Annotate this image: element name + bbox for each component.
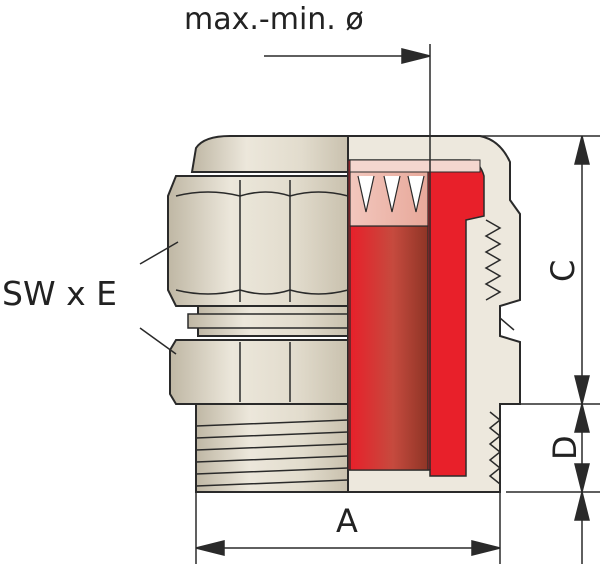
gland-body-left — [167, 135, 349, 493]
dimension-lines — [139, 44, 600, 564]
dimension-d-label: D — [546, 435, 584, 460]
dimension-a-label: A — [336, 502, 358, 540]
wrench-size-label: SW x E — [2, 274, 117, 313]
dimension-c-label: C — [544, 259, 582, 282]
seal-insert — [347, 159, 485, 477]
diameter-label: max.-min. ø — [184, 2, 364, 37]
